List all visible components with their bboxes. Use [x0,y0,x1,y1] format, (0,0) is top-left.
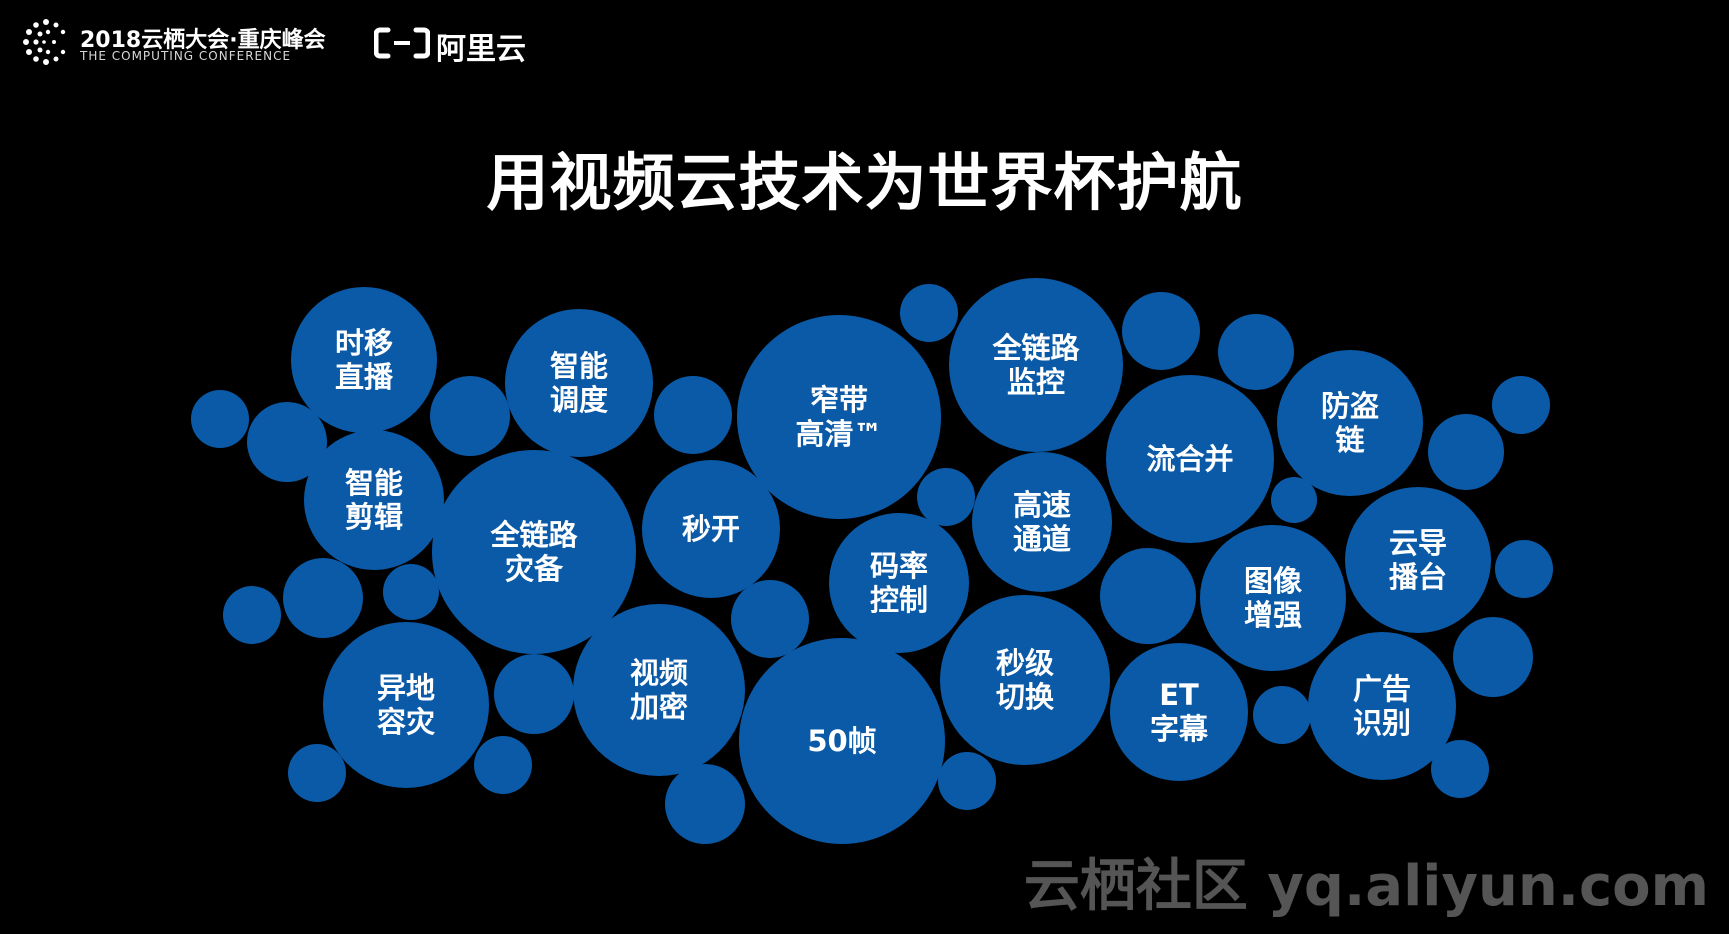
decor-bubble [1492,376,1550,434]
bubble-malv-kongzhi [829,513,969,653]
bubble-label-tuxiang-zengqiang: 图像 增强 [1243,564,1302,632]
bubble-label-fangdaolian: 防盗 链 [1320,389,1379,457]
watermark: 云栖社区 yq.aliyun.com [1023,854,1709,919]
bubble-quanlianlu-jiankong [949,278,1123,452]
bubble-50zhen [739,638,945,844]
decor-bubble [900,284,958,342]
bubble-label-malv-kongzhi: 码率 控制 [869,549,928,617]
conference-subtitle: THE COMPUTING CONFERENCE [80,49,292,63]
bubble-label-zhineng-jianji: 智能 剪辑 [344,466,403,534]
conference-title: 2018云栖大会·重庆峰会 [80,28,326,53]
bubble-shiyi-zhibo [291,287,437,433]
bubble-guanggao-shibie [1308,632,1456,780]
decor-bubble [383,564,439,620]
page-title: 用视频云技术为世界杯护航 [486,146,1243,219]
conference-logo: 2018云栖大会·重庆峰会 THE COMPUTING CONFERENCE [22,18,326,68]
bubble-label-quanlianlu-zaibei: 全链路 灾备 [490,518,578,586]
decor-bubble [223,586,281,644]
decor-bubble [494,654,574,734]
decor-bubble [1218,314,1294,390]
decor-bubble [1100,548,1196,644]
bubble-miaoji-qiehuan [940,595,1110,765]
bubble-label-yundao-botai: 云导 播台 [1388,526,1447,594]
bubble-label-yidi-rongzai: 异地 容灾 [376,671,435,739]
decor-bubble [283,558,363,638]
decor-bubble [1271,477,1317,523]
decor-bubble [1428,414,1504,490]
bubble-quanlianlu-zaibei [432,450,636,654]
bubble-zhaidai-gaoqing [737,315,941,519]
aliyun-bracket-icon [374,27,430,59]
bubble-yidi-rongzai [323,622,489,788]
decor-bubble [731,580,809,658]
bubble-tuxiang-zengqiang [1200,525,1346,671]
bubble-label-gaosu-tongdao: 高速 通道 [1012,488,1071,556]
aliyun-brand-name: 阿里云 [436,32,526,67]
bubble-label-shiyi-zhibo: 时移 直播 [334,326,393,394]
decor-bubble [288,744,346,802]
bubble-gaosu-tongdao [972,452,1112,592]
decor-bubble [1453,617,1533,697]
aliyun-logo: 阿里云 [374,24,534,67]
bubble-label-quanlianlu-jiankong: 全链路 监控 [992,331,1080,399]
decor-bubble [191,390,249,448]
bubble-et-zimu [1110,643,1248,781]
bubble-label-50zhen: 50帧 [807,724,877,758]
bubble-label-et-zimu: ET 字幕 [1149,678,1208,746]
bubble-zhineng-diaodu [505,309,653,457]
decor-bubble [1253,686,1311,744]
bubble-label-zhaidai-gaoqing: 窄带 高清™ [795,383,883,451]
decor-bubble [474,736,532,794]
decor-bubble [1122,292,1200,370]
bubble-shipin-jiami [573,604,745,776]
decor-bubble [665,764,745,844]
bubble-label-miaokai: 秒开 [681,512,740,546]
bubble-fangdaolian [1277,350,1423,496]
decor-bubble [1495,540,1553,598]
decor-bubble [917,468,975,526]
bubble-label-zhineng-diaodu: 智能 调度 [549,349,608,417]
bubble-zhineng-jianji [304,430,444,570]
decor-bubble [654,376,732,454]
decor-bubble [430,376,510,456]
bubble-yundao-botai [1345,487,1491,633]
bubble-miaokai [642,460,780,598]
bubble-label-shipin-jiami: 视频 加密 [629,656,688,724]
bubble-label-liuhebing: 流合并 [1146,442,1234,476]
bubble-label-miaoji-qiehuan: 秒级 切换 [995,646,1054,714]
decor-bubble [938,752,996,810]
bubble-liuhebing [1106,375,1274,543]
conference-logo-icon [23,19,66,65]
bubble-label-guanggao-shibie: 广告 识别 [1352,672,1411,740]
